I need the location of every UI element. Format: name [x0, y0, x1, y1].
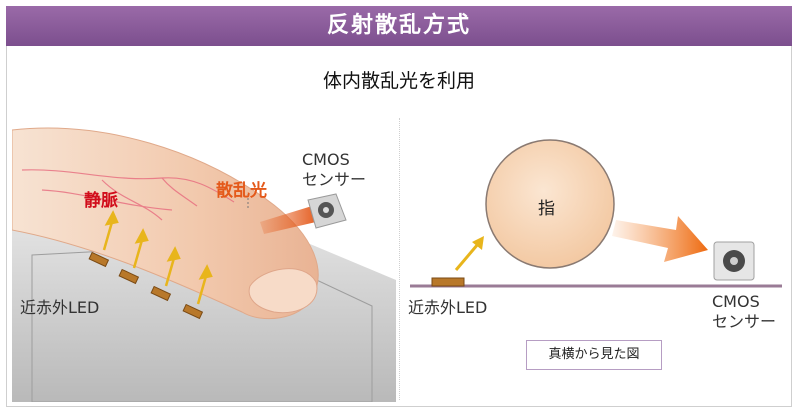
led-chip	[118, 268, 140, 285]
cmos-side-line1: CMOS	[712, 292, 760, 311]
cmos-sensor-icon	[307, 193, 347, 229]
side-view-diagram	[410, 139, 782, 288]
cmos-sensor-side	[713, 241, 755, 281]
panel-divider	[399, 118, 400, 400]
led-chip	[182, 303, 204, 320]
cmos-label: CMOS センサー	[302, 150, 366, 190]
led-arrowhead	[472, 236, 484, 250]
vein-label: 静脈	[84, 191, 118, 211]
cmos-label-line2: センサー	[302, 170, 367, 189]
fingernail	[248, 268, 318, 314]
led-chip	[88, 251, 110, 268]
header-title: 反射散乱方式	[6, 6, 792, 46]
led-arrow	[454, 243, 480, 271]
led-light-arrows	[102, 210, 213, 305]
finger-circle	[485, 139, 615, 269]
cmos-side-line2: センサー	[712, 312, 777, 331]
cmos-label-line1: CMOS	[302, 150, 350, 169]
led-chip-side	[431, 277, 465, 287]
right-side-view: 指 近赤外LED CMOS センサー 真横から見た図	[402, 110, 788, 402]
left-illustration: 静脈 散乱光 CMOS センサー 近赤外LED	[12, 110, 396, 402]
led-chip	[150, 285, 172, 302]
scattered-light-arrow	[612, 216, 708, 262]
led-label: 近赤外LED	[20, 298, 100, 317]
led-label-side: 近赤外LED	[408, 298, 488, 317]
finger-on-sensor-illustration	[12, 127, 396, 402]
finger-label: 指	[538, 199, 555, 219]
veins	[21, 169, 235, 221]
side-view-caption: 真横から見た図	[526, 340, 662, 370]
scattered-light-beam	[260, 206, 316, 234]
subtitle: 体内散乱光を利用	[322, 70, 475, 92]
cmos-label-side: CMOS センサー	[712, 292, 776, 332]
led-chips	[88, 251, 204, 320]
scattered-light-label: 散乱光	[216, 181, 267, 201]
